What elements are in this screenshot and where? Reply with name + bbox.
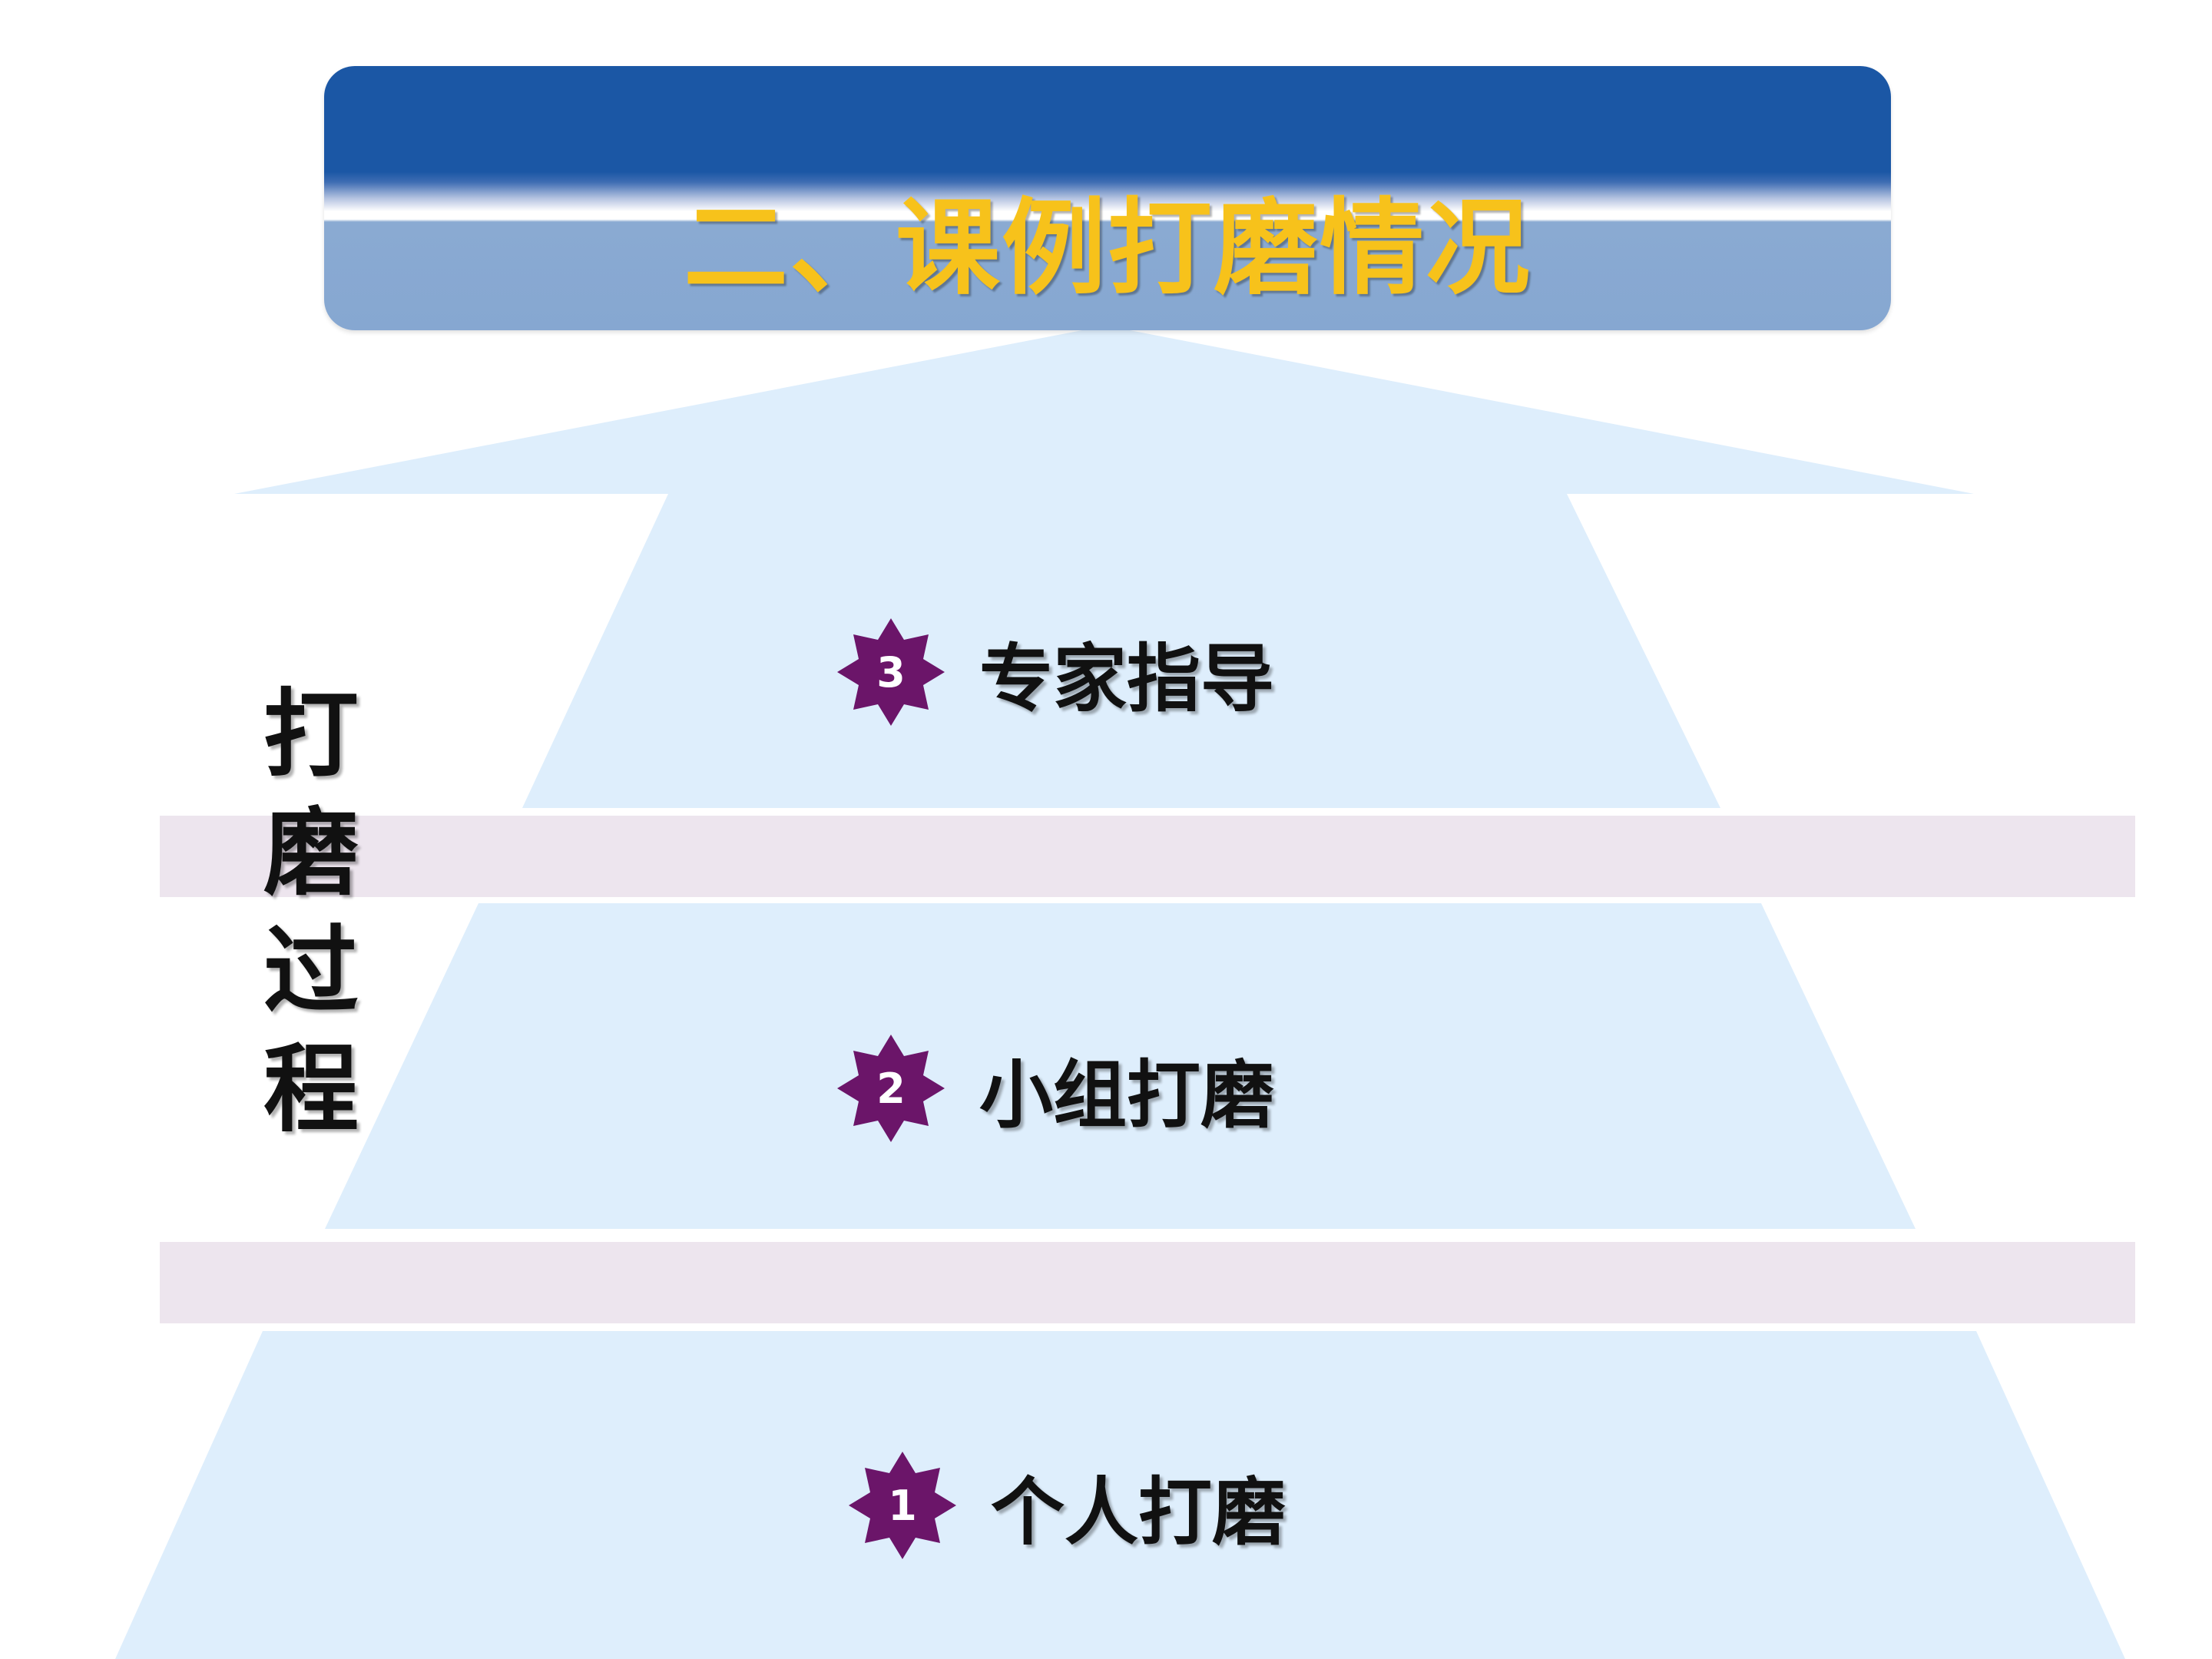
step-number: 2 [876,1064,906,1113]
title-banner: 二、课例打磨情况 [324,66,1891,330]
pyramid-bottom-tier [115,1331,2125,1659]
star-badge-icon: 3 [833,614,949,730]
side-label: 打 磨 过 程 [253,676,369,1149]
step-label: 专家指导 [979,635,1274,722]
page-title: 二、课例打磨情况 [684,188,1532,310]
step-number: 3 [876,647,906,697]
separator-band [160,1242,2135,1323]
pyramid-middle-tier [325,903,1916,1229]
side-label-char: 打 [263,680,359,790]
step-individual-polish: 1 个人打磨 [845,1440,1286,1571]
star-badge-icon: 1 [845,1448,960,1563]
step-number: 1 [888,1481,917,1530]
step-label: 小组打磨 [979,1051,1274,1138]
star-badge-icon: 2 [833,1031,949,1146]
side-label-char: 磨 [263,798,359,909]
side-label-char: 程 [263,1035,359,1145]
step-group-polish: 2 小组打磨 [833,1023,1274,1154]
side-label-char: 过 [263,916,359,1027]
step-label: 个人打磨 [991,1469,1286,1555]
step-expert-guidance: 3 专家指导 [833,607,1274,737]
separator-band [160,816,2135,897]
pyramid-top-tier [234,326,1974,808]
